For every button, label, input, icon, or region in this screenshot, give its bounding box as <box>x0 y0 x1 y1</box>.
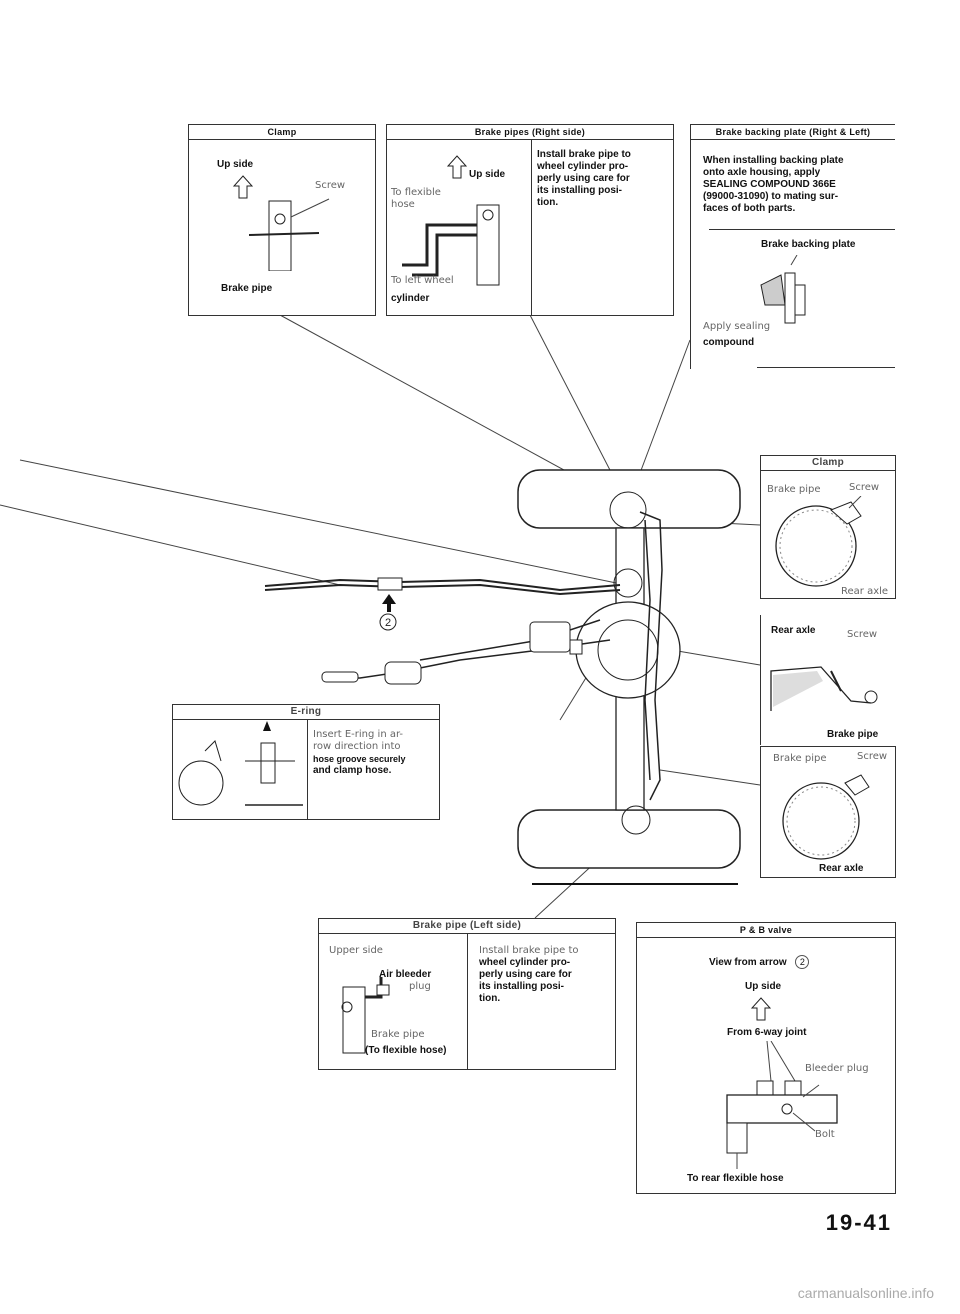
backing-plate-panel: Brake backing plate (Right & Left) When … <box>690 124 895 369</box>
backing-plate-header: Brake backing plate (Right & Left) <box>691 125 895 140</box>
backing-plate-illustration <box>760 255 806 324</box>
plug-label: plug <box>409 981 431 992</box>
e-ring-note: Insert E-ring in ar- row direction into … <box>313 729 406 776</box>
clamp-top-brake-pipe: Brake pipe <box>221 283 273 294</box>
upper-side-label: Upper side <box>329 945 383 956</box>
clamp-right-rear-axle: Rear axle <box>841 586 889 597</box>
brake-pipe-right-illustration <box>402 204 500 286</box>
to-rear-hose-label: To rear flexible hose <box>687 1173 784 1184</box>
page-number: 19-41 <box>825 1210 892 1235</box>
e-ring-panel: E-ring Insert E-ring in ar- row directio… <box>172 704 440 820</box>
clamp-illustration <box>249 198 330 271</box>
up-arrow-icon <box>751 997 771 1021</box>
clamp-right-header: Clamp <box>761 456 895 471</box>
brake-pipe-left-panel: Brake pipe (Left side) Upper side Air bl… <box>318 918 616 1070</box>
clamp-top-screw: Screw <box>315 180 346 191</box>
brake-pipe-left-illustration <box>341 977 390 1054</box>
clamp-lower-screw: Screw <box>857 751 888 762</box>
to-left-wheel-label: To left wheel <box>391 275 454 286</box>
clamp-right-lower-panel: Brake pipe Screw Rear axle <box>760 746 896 878</box>
clamp-lower-illustration <box>782 774 870 860</box>
apply-sealing-label: Apply sealing <box>703 321 771 332</box>
brake-pipe-left-pipe-label: Brake pipe <box>371 1029 425 1040</box>
pb-valve-header: P & B valve <box>637 923 895 938</box>
backing-plate-note: When installing backing plate onto axle … <box>703 155 844 214</box>
bleeder-plug-label: Bleeder plug <box>805 1063 869 1074</box>
clamp-lower-brake-pipe: Brake pipe <box>773 753 827 764</box>
brake-pipe-left-header: Brake pipe (Left side) <box>319 919 615 934</box>
up-arrow-icon <box>233 175 253 199</box>
brake-pipes-right-header: Brake pipes (Right side) <box>387 125 673 140</box>
rear-axle-section-illustration <box>770 666 878 711</box>
up-arrow-icon <box>447 155 467 179</box>
brake-pipes-right-panel: Brake pipes (Right side) Up side To flex… <box>386 124 674 316</box>
air-bleeder-label: Air bleeder <box>379 969 432 980</box>
brake-pipes-right-note: Install brake pipe to wheel cylinder pro… <box>537 149 631 208</box>
clamp-top-up-side: Up side <box>217 159 254 170</box>
e-ring-illustration <box>178 721 303 806</box>
e-ring-header: E-ring <box>173 705 439 720</box>
clamp-right-illustration <box>775 496 862 587</box>
clamp-right-panel: Clamp Brake pipe Screw Rear axle <box>760 455 896 599</box>
brake-backing-plate-label: Brake backing plate <box>761 239 856 250</box>
rear-axle-section-screw: Screw <box>847 629 878 640</box>
pb-valve-illustration <box>726 1041 838 1169</box>
view-from-arrow: View from arrow 2 <box>709 955 810 969</box>
arrow-2-circle: 2 <box>795 955 810 969</box>
clamp-right-screw: Screw <box>849 482 880 493</box>
to-flexible-hose-left: (To flexible hose) <box>365 1045 447 1056</box>
footer-watermark: carmanualsonline.info <box>797 1285 934 1301</box>
compound-label: compound <box>703 337 755 348</box>
pb-valve-up-side: Up side <box>745 981 782 992</box>
clamp-lower-rear-axle: Rear axle <box>819 863 864 874</box>
rear-axle-section-rear-axle: Rear axle <box>771 625 816 636</box>
from-6way-label: From 6-way joint <box>727 1027 807 1038</box>
clamp-right-brake-pipe: Brake pipe <box>767 484 821 495</box>
brake-pipes-right-up-side: Up side <box>469 169 506 180</box>
bolt-label: Bolt <box>815 1129 835 1140</box>
pb-valve-panel: P & B valve View from arrow 2 Up side Fr… <box>636 922 896 1194</box>
clamp-top-header: Clamp <box>189 125 375 140</box>
arrow-2-label: 2 <box>385 617 391 629</box>
rear-axle-section-brake-pipe: Brake pipe <box>827 729 879 740</box>
to-flexible-hose-label: To flexible hose <box>391 187 441 210</box>
clamp-top-panel: Clamp Up side Screw Brake pipe <box>188 124 376 316</box>
rear-axle-section-panel: Rear axle Screw Brake pipe <box>760 615 895 745</box>
cylinder-label: cylinder <box>391 293 430 304</box>
brake-pipe-left-note: Install brake pipe to wheel cylinder pro… <box>479 945 579 1004</box>
